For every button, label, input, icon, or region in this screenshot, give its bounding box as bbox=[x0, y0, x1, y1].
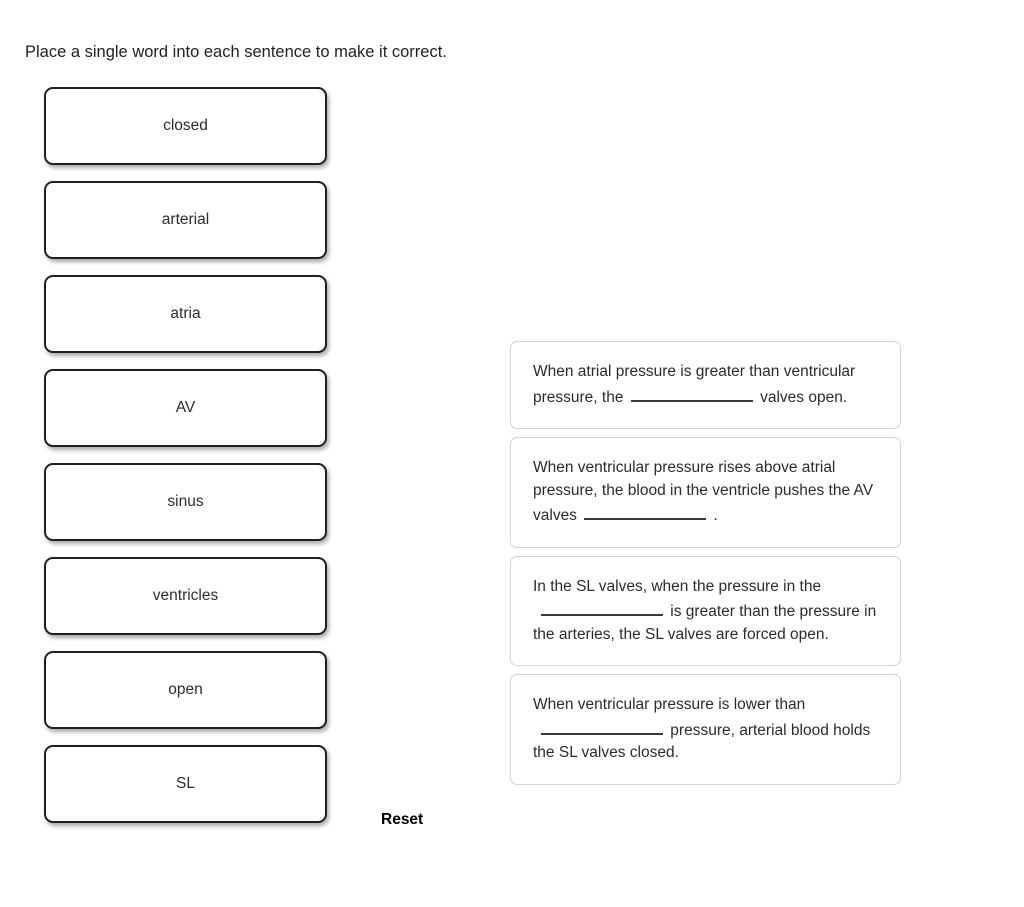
sentence-segment-text: When ventricular pressure is lower than bbox=[533, 696, 806, 713]
word-tile-label: AV bbox=[175, 399, 196, 416]
word-tile-av[interactable]: AV bbox=[44, 369, 327, 447]
word-tile-label: closed bbox=[163, 117, 208, 134]
word-tile-arterial[interactable]: arterial bbox=[44, 181, 327, 259]
word-tile-label: open bbox=[168, 681, 203, 698]
sentence-box-1[interactable]: When atrial pressure is greater than ven… bbox=[510, 341, 901, 429]
blank-slot-4[interactable] bbox=[541, 717, 663, 735]
sentence-box-4[interactable]: When ventricular pressure is lower than … bbox=[510, 674, 901, 785]
word-tile-label: atria bbox=[170, 305, 201, 322]
sentence-segment-text: is greater than the pressure in the arte… bbox=[533, 603, 877, 643]
sentence-text-4: When ventricular pressure is lower than … bbox=[533, 694, 878, 765]
blank-slot-3[interactable] bbox=[541, 598, 663, 616]
reset-button[interactable]: Reset bbox=[381, 811, 424, 828]
sentence-list: When atrial pressure is greater than ven… bbox=[510, 341, 901, 793]
word-tile-sinus[interactable]: sinus bbox=[44, 463, 327, 541]
sentence-segment-text: valves open. bbox=[755, 388, 848, 406]
word-tile-closed[interactable]: closed bbox=[44, 87, 327, 165]
sentence-box-2[interactable]: When ventricular pressure rises above at… bbox=[510, 437, 901, 548]
blank-slot-1[interactable] bbox=[630, 384, 753, 402]
sentence-segment-text: pressure, arterial blood holds the SL va… bbox=[533, 721, 871, 762]
word-tile-label: sinus bbox=[167, 493, 204, 510]
sentence-segment-text: When atrial pressure is greater than ven… bbox=[533, 363, 856, 406]
word-tile-sl[interactable]: SL bbox=[44, 745, 327, 823]
sentence-text-1: When atrial pressure is greater than ven… bbox=[533, 361, 878, 409]
blank-slot-2[interactable] bbox=[584, 502, 707, 520]
sentence-text-2: When ventricular pressure rises above at… bbox=[533, 457, 878, 528]
sentence-segment-text: When ventricular pressure rises above at… bbox=[533, 459, 874, 524]
sentence-segment-text: In the SL valves, when the pressure in t… bbox=[533, 577, 822, 595]
sentence-segment-text: . bbox=[709, 507, 718, 524]
word-tile-label: ventricles bbox=[152, 587, 219, 604]
word-tile-atria[interactable]: atria bbox=[44, 275, 327, 353]
page-instruction: Place a single word into each sentence t… bbox=[25, 43, 447, 61]
sentence-text-3: In the SL valves, when the pressure in t… bbox=[533, 576, 878, 647]
word-bank: closed arterial atria AV sinus ventricle… bbox=[44, 87, 327, 839]
word-tile-label: arterial bbox=[161, 211, 210, 228]
sentence-box-3[interactable]: In the SL valves, when the pressure in t… bbox=[510, 555, 901, 666]
word-tile-ventricles[interactable]: ventricles bbox=[44, 557, 327, 635]
word-tile-label: SL bbox=[176, 775, 195, 792]
word-tile-open[interactable]: open bbox=[44, 651, 327, 729]
